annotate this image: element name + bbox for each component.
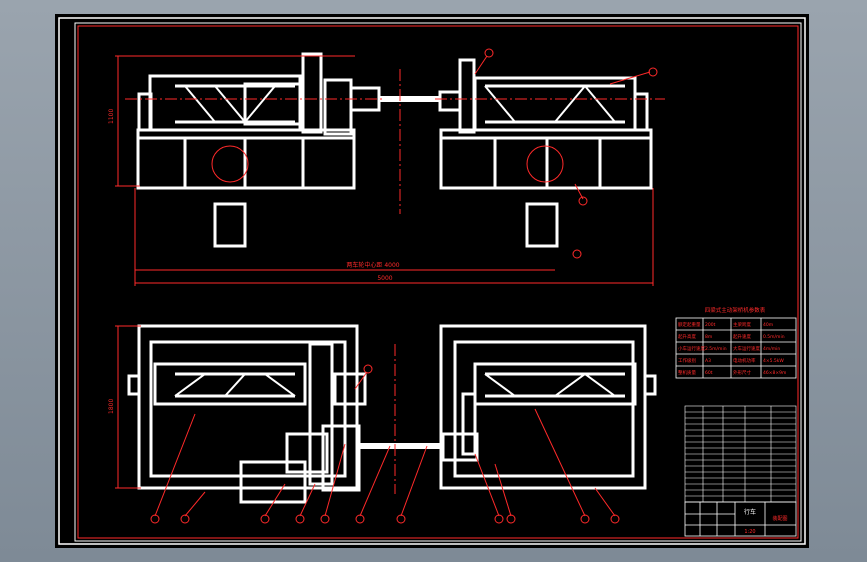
plan-balloons xyxy=(150,364,620,524)
parameter-cell: 起升高度 xyxy=(678,333,696,340)
cad-drawing-viewport: 两车轮中心距 4000 5000 1100 xyxy=(55,14,809,548)
title-block-name: 行车 xyxy=(744,508,756,516)
right-plan-girder xyxy=(473,362,637,406)
parameter-cell: 主梁跨度 xyxy=(733,321,751,328)
parameter-cell: 4m/min xyxy=(763,346,780,352)
left-hoist-drum xyxy=(243,82,302,126)
front-elevation-view xyxy=(136,52,653,248)
parameter-cell: 200t xyxy=(705,322,716,328)
sheet-border-outer xyxy=(58,17,806,545)
parameter-cell: 8m xyxy=(705,334,712,340)
dim-overall-width: 5000 xyxy=(377,275,392,282)
parameter-cell: 0.5m/min xyxy=(763,334,785,340)
right-plan-frame xyxy=(439,324,647,490)
parameter-cell: 4×5.5kW xyxy=(763,358,784,364)
top-view-dimensions xyxy=(115,48,665,286)
plan-motor xyxy=(285,432,329,474)
left-plan-frame xyxy=(137,324,359,490)
parameter-cell: 工作级别 xyxy=(678,357,696,364)
dim-height-top: 1100 xyxy=(108,109,115,124)
left-plan-girder xyxy=(153,362,307,406)
parameter-cell: 46×8×9m xyxy=(763,370,786,376)
parameter-table-heading: 四梁式主动架桥机参数表 xyxy=(705,306,766,314)
parameter-cell: 60t xyxy=(705,370,713,376)
sheet-border-red xyxy=(77,25,799,539)
parameter-cell: 整机质量 xyxy=(678,369,696,376)
parameter-cell: 电动机功率 xyxy=(733,357,756,364)
drive-motor xyxy=(239,460,307,504)
plan-gearbox xyxy=(321,424,361,492)
parameter-cell: 40m xyxy=(763,322,773,328)
dim-height-bottom: 1800 xyxy=(108,399,115,414)
parameter-cell: 大车运行速度 xyxy=(733,345,760,352)
left-hook-block xyxy=(213,202,247,248)
parameter-cell: 2.5m/min xyxy=(705,346,727,352)
dim-wheel-base: 两车轮中心距 4000 xyxy=(346,261,399,269)
parameter-cell: A3 xyxy=(705,358,711,364)
parameter-cell: 额定起重量 xyxy=(678,321,701,328)
title-block: 行车 装配图 1:20 xyxy=(684,501,797,537)
title-block-scale: 1:20 xyxy=(744,529,755,535)
plan-view-leaders xyxy=(115,325,616,517)
parameter-cell: 外形尺寸 xyxy=(733,369,751,376)
parameter-cell: 小车运行速度 xyxy=(678,345,705,352)
sheet-background xyxy=(55,14,809,548)
title-block-drawing-no: 装配图 xyxy=(772,515,787,522)
drawing-sheet: 两车轮中心距 4000 5000 1100 xyxy=(55,14,809,548)
left-motor-housing xyxy=(301,52,323,134)
plan-view xyxy=(127,324,657,504)
parameter-table: 四梁式主动架桥机参数表 额定起重量 200t 主梁跨度 40m 起升高度 8m 起升速度 0.… xyxy=(675,306,797,379)
right-hook-block xyxy=(525,202,559,248)
sheet-border-inner xyxy=(74,22,802,542)
parameter-cell: 起升速度 xyxy=(733,333,751,340)
